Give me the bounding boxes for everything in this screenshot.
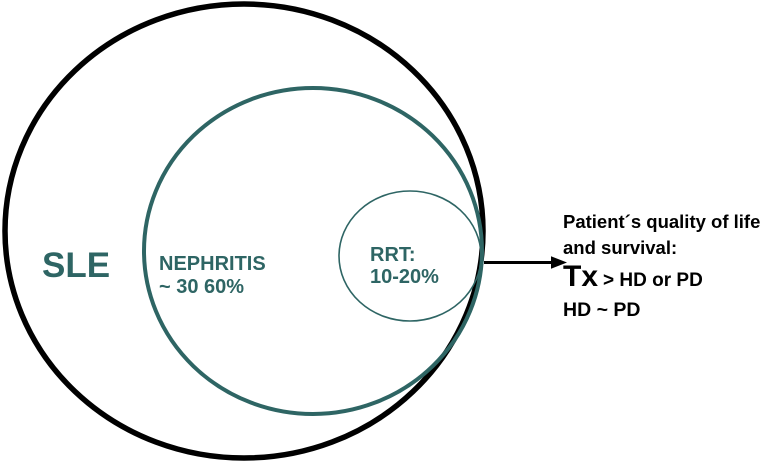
sle-circle <box>2 1 486 461</box>
arrow-icon <box>484 256 567 269</box>
rrt-label: RRT: 10-20% <box>370 244 439 288</box>
annotation-line-2: and survival: <box>563 237 678 258</box>
annotation-line-4: HD ~ PD <box>563 299 641 321</box>
nephritis-value: ~ 30 60% <box>159 276 245 298</box>
rrt-circle <box>338 190 482 322</box>
tx-comparison: > HD or PD <box>603 270 703 291</box>
rrt-value: 10-20% <box>370 266 439 288</box>
annotation-line-3: Tx> HD or PD <box>563 261 760 297</box>
tx-label: Tx <box>563 260 599 293</box>
rrt-name: RRT: <box>370 244 416 266</box>
nephritis-name: NEPHRITIS <box>159 253 266 275</box>
nephritis-label: NEPHRITIS ~ 30 60% <box>159 253 266 299</box>
annotation-line-1: Patient´s quality of life <box>563 211 761 232</box>
annotation-block: Patient´s quality of life and survival: … <box>563 209 760 324</box>
sle-label: SLE <box>42 246 111 285</box>
nephritis-circle <box>142 86 484 416</box>
